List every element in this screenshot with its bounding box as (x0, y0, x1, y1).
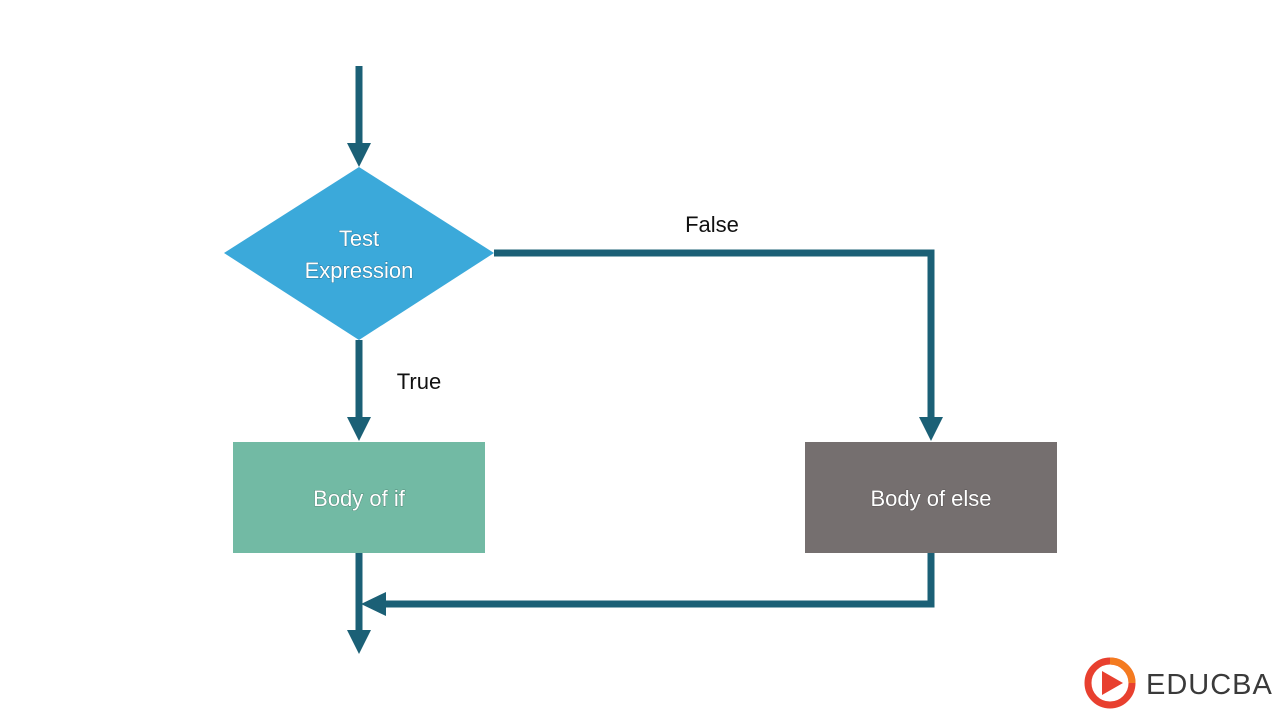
true-edge-label: True (397, 369, 441, 394)
decision-node: Test Expression (224, 167, 494, 340)
arrowhead-group (347, 143, 943, 654)
educba-logo-icon (1084, 657, 1136, 709)
if-body-node: Body of if (233, 442, 485, 553)
else-return-connector (382, 553, 935, 608)
false-connector (494, 249, 935, 422)
merge-arrowhead (361, 592, 386, 616)
true-arrowhead (347, 417, 371, 441)
brand-name: EDUCBA (1146, 669, 1273, 701)
decision-label-line1: Test (339, 226, 379, 251)
false-edge-label: False (685, 212, 739, 237)
decision-diamond (224, 167, 494, 340)
if-body-label: Body of if (313, 486, 406, 511)
false-arrowhead (919, 417, 943, 441)
brand-logo: EDUCBA (1084, 657, 1273, 709)
exit-arrowhead (347, 630, 371, 654)
else-body-node: Body of else (805, 442, 1057, 553)
entry-arrowhead (347, 143, 371, 167)
connector-group (355, 66, 935, 635)
else-body-label: Body of else (870, 486, 991, 511)
else-body-box (805, 442, 1057, 553)
if-body-box (233, 442, 485, 553)
decision-label-line2: Expression (305, 258, 414, 283)
